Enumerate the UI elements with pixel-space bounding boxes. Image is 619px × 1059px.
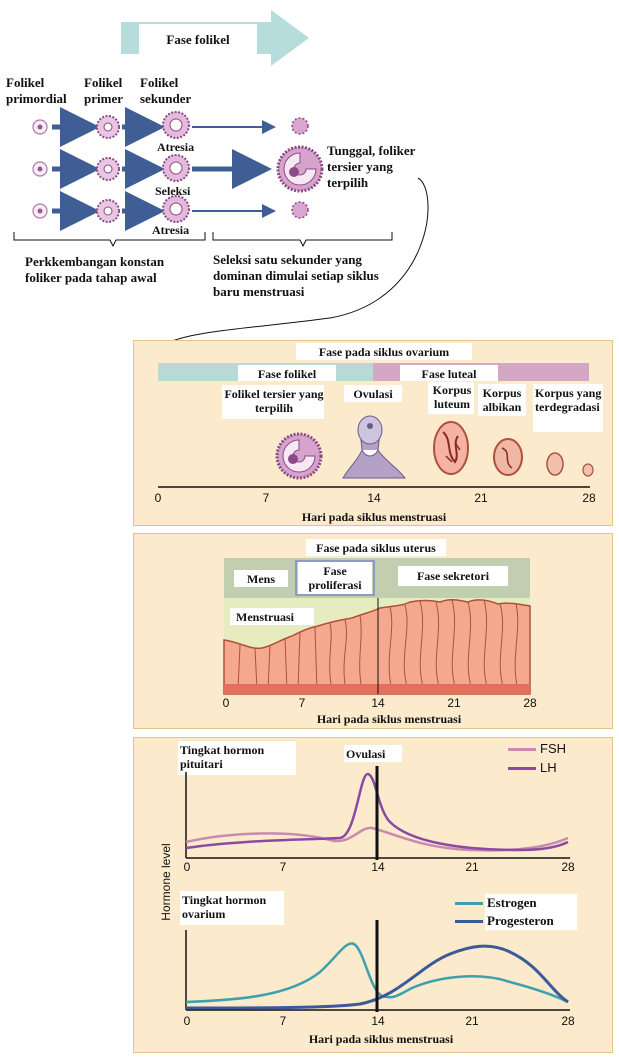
- banner-label: Fase folikel: [166, 32, 230, 47]
- legend-label: FSH: [540, 741, 566, 756]
- tick: 0: [183, 860, 191, 874]
- follicle-row-1: [32, 107, 309, 147]
- ovarian-axis-label: Hari pada siklus menstruasi: [301, 510, 447, 524]
- note-right: Seleksi satu sekunder yang dominan dimul…: [213, 252, 379, 299]
- legend-label: Estrogen: [487, 895, 537, 910]
- label-tunggal: Tunggal, foliker tersier yang terpilih: [327, 143, 416, 190]
- follicle-development-diagram: [13, 107, 429, 459]
- tick: 0: [154, 491, 162, 505]
- ovarian-structures: [158, 415, 594, 488]
- proliferation-phase-label: Fase proliferasi: [308, 564, 362, 592]
- uterine-axis-label: Hari pada siklus menstruasi: [316, 712, 462, 726]
- follicle-row-2: [32, 145, 324, 193]
- tick: 7: [279, 1014, 287, 1028]
- tick: 21: [465, 1014, 479, 1028]
- tick: 28: [561, 1014, 575, 1028]
- legend-swatch: [455, 902, 483, 905]
- menstruation-label: Menstruasi: [236, 610, 294, 624]
- ovulation-label: Ovulasi: [346, 747, 386, 761]
- note-left: Perkkembangan konstan foliker pada tahap…: [25, 254, 165, 285]
- tick: 7: [262, 491, 270, 505]
- legend-label: LH: [540, 760, 557, 775]
- tick: 28: [561, 860, 575, 874]
- label-primordial: Folikel primordial: [6, 75, 67, 106]
- tick: 0: [183, 1014, 191, 1028]
- tick: 14: [371, 1014, 385, 1028]
- tick: 0: [222, 696, 230, 710]
- proliferation-highlight: [295, 560, 375, 596]
- tick: 7: [279, 860, 287, 874]
- tick: 28: [582, 491, 596, 505]
- selected-tertiary-follicle: [276, 145, 324, 193]
- tick: 21: [447, 696, 461, 710]
- ovarian-hormone-title: Tingkat hormon ovarium: [182, 893, 267, 921]
- tick: 21: [474, 491, 488, 505]
- brace-left: [13, 232, 206, 248]
- label-atresia-2: Atresia: [152, 223, 190, 237]
- endometrium-illustration: [223, 598, 531, 695]
- tick: 14: [371, 696, 385, 710]
- uterine-title: Fase pada siklus uterus: [316, 541, 436, 555]
- corpus-albikan-icon: [493, 438, 523, 476]
- stage-tertiary-label: Folikel tersier yang terpilih: [224, 387, 324, 415]
- corpus-luteum-icon: [433, 421, 469, 475]
- legend-swatch: [508, 748, 536, 751]
- follicle-row-3: [32, 191, 309, 231]
- label-atresia-1: Atresia: [157, 140, 195, 154]
- label-primary: Folikel primer: [84, 75, 123, 106]
- stage-degraded-label: Korpus yang terdegradasi: [535, 386, 602, 414]
- tick: 21: [465, 860, 479, 874]
- progesteron-curve: [185, 944, 569, 1010]
- follicular-phase-label: Fase folikel: [257, 367, 317, 381]
- legend-label: Progesteron: [487, 913, 554, 928]
- brace-right: [212, 232, 393, 248]
- ovarian-title: Fase pada siklus ovarium: [318, 345, 450, 359]
- label-secondary: Folikel sekunder: [140, 75, 192, 106]
- tick: 7: [298, 696, 306, 710]
- luteal-phase-label: Fase luteal: [421, 367, 477, 381]
- legend-swatch: [508, 767, 536, 770]
- hormone-axis-label: Hari pada siklus menstruasi: [308, 1032, 454, 1046]
- ovulation-icon: [342, 415, 406, 479]
- secretory-phase-label: Fase sekretori: [416, 569, 490, 583]
- lh-curve: [185, 772, 569, 852]
- stage-luteum-label: Korpus luteum: [432, 383, 472, 411]
- follicular-phase-banner: Fase folikel: [121, 10, 309, 66]
- tick: 14: [367, 491, 381, 505]
- corpus-degraded-icon: [546, 452, 594, 477]
- tertiary-follicle-icon: [275, 432, 323, 480]
- stage-albikan-label: Korpus albikan: [482, 386, 522, 414]
- endometrium-tissue: [223, 598, 531, 695]
- pituitary-title: Tingkat hormon pituitari: [180, 743, 265, 771]
- mens-phase-label: Mens: [247, 572, 275, 586]
- tick: 28: [523, 696, 537, 710]
- tick: 14: [371, 860, 385, 874]
- legend-swatch: [455, 920, 483, 923]
- stage-ovulation-label: Ovulasi: [353, 387, 393, 401]
- atretic-follicle: [291, 117, 309, 135]
- label-seleksi: Seleksi: [155, 184, 191, 198]
